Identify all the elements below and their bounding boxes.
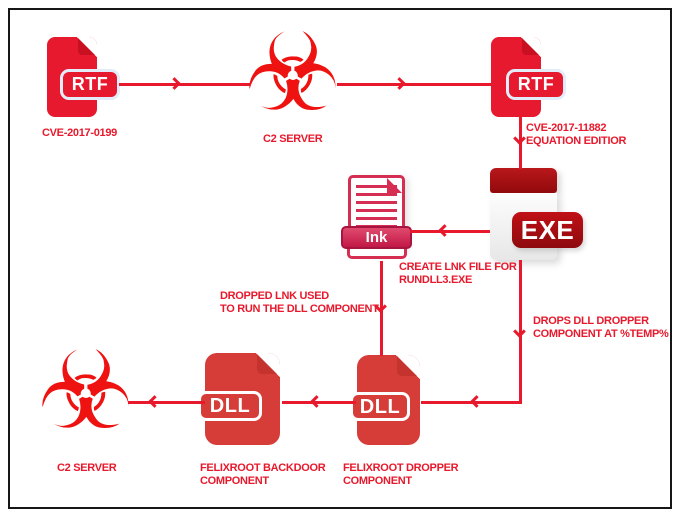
label-felixroot-dropper: FELIXROOT DROPPER COMPONENT <box>343 462 459 487</box>
label-c2-server-bottom: C2 SERVER <box>57 462 117 474</box>
label-c2-server-top: C2 SERVER <box>263 133 323 145</box>
arrow-c2-to-rtf2 <box>337 83 491 86</box>
document-text-lines <box>356 185 397 231</box>
arrow-rtf1-to-c2 <box>119 83 250 86</box>
label-felixroot-backdoor: FELIXROOT BACKDOOR COMPONENT <box>200 462 326 487</box>
arrow-dropper-to-backdoor <box>282 401 356 404</box>
label-drops-dll-dropper: DROPS DLL DROPPER COMPONENT AT %TEMP% <box>533 315 669 340</box>
rtf-badge: RTF <box>506 69 566 100</box>
diagram-frame <box>8 8 672 509</box>
arrow-backdoor-to-c2 <box>128 401 205 404</box>
arrow-exe-to-dll-dropper <box>421 401 522 404</box>
label-create-lnk-file: CREATE LNK FILE FOR RUNDLL3.EXE <box>399 261 517 286</box>
arrow-lnk-to-dll-dropper <box>380 261 383 356</box>
label-cve-2017-11882-equation-editor: CVE-2017-11882 EQUATION EDITIOR <box>526 122 627 147</box>
biohazard-icon-bottom: ☣ <box>37 329 134 454</box>
label-dropped-lnk-used: DROPPED LNK USED TO RUN THE DLL COMPONEN… <box>220 290 379 315</box>
exe-badge: EXE <box>512 212 583 248</box>
lnk-badge: Ink <box>341 226 412 249</box>
arrow-exe-down-segment <box>519 260 522 404</box>
dll-badge: DLL <box>350 392 410 421</box>
label-cve-2017-0199: CVE-2017-0199 <box>42 127 117 139</box>
arrow-rtf2-to-exe <box>519 115 522 169</box>
rtf-badge: RTF <box>60 69 120 100</box>
dll-badge: DLL <box>198 391 262 421</box>
exe-file-header <box>490 168 557 193</box>
arrow-exe-to-lnk <box>410 230 490 233</box>
biohazard-icon-top: ☣ <box>244 11 341 136</box>
